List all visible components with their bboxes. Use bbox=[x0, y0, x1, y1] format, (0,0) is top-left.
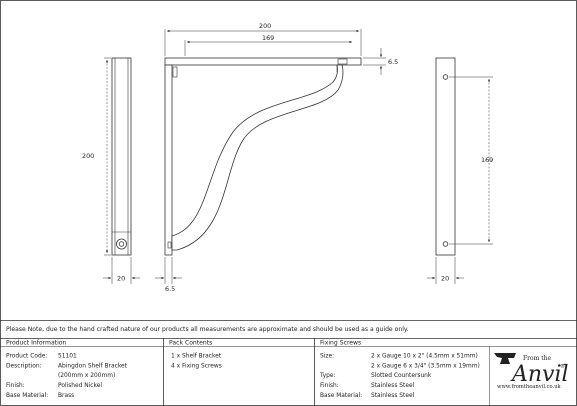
description-size-value: (200mm x 200mm) bbox=[58, 373, 115, 379]
hole-span-label: 169 bbox=[481, 156, 493, 164]
screw-material-value: Stainless Steel bbox=[371, 393, 415, 399]
screw-size-value: 2 x Gauge 10 x 2" (4.5mm x 51mm) bbox=[371, 354, 478, 360]
side-view: 200 20 bbox=[82, 57, 140, 284]
front-width-label: 20 bbox=[441, 275, 449, 283]
product-code-value: 51101 bbox=[58, 354, 77, 360]
fixing-screws-title: Fixing Screws bbox=[320, 340, 361, 347]
screw-size-label: Size: bbox=[320, 354, 334, 360]
logo-from-the: From the bbox=[523, 355, 552, 362]
logo-url: www.fromtheanvil.co.uk bbox=[497, 384, 562, 390]
screw-size-value-2: 2 x Gauge 6 x 3/4" (3.5mm x 19mm) bbox=[371, 364, 480, 370]
screw-type-value: Slotted Countersunk bbox=[371, 373, 432, 379]
lower-hole-icon bbox=[442, 241, 449, 247]
top-thickness-label: 6.5 bbox=[388, 58, 398, 66]
fixing-screws-rows: Size: 2 x Gauge 10 x 2" (4.5mm x 51mm) 2… bbox=[319, 354, 480, 400]
screw-finish-label: Finish: bbox=[320, 383, 339, 389]
bracket-elevation-view: 200 169 6.5 6.5 bbox=[155, 22, 398, 293]
bottom-thickness-label: 6.5 bbox=[165, 285, 175, 293]
anvil-icon bbox=[494, 353, 516, 364]
height-dimension-label: 200 bbox=[82, 152, 94, 160]
description-value: Abingdon Shelf Bracket bbox=[58, 364, 128, 370]
bracket-arm bbox=[171, 64, 344, 251]
screw-material-label: Base Material: bbox=[320, 393, 362, 399]
product-code-label: Product Code: bbox=[6, 354, 47, 360]
finish-value: Polished Nickel bbox=[58, 383, 102, 389]
pack-item: 1 x Shelf Bracket bbox=[171, 354, 222, 360]
logo-registered: ® bbox=[560, 363, 565, 370]
front-view: 169 20 bbox=[427, 57, 493, 284]
product-info-rows: Product Code: 51101 Description: Abingdo… bbox=[6, 354, 128, 400]
finish-label: Finish: bbox=[6, 383, 25, 389]
side-width-label: 20 bbox=[117, 275, 125, 283]
top-width-label: 200 bbox=[259, 22, 271, 30]
screw-type-label: Type: bbox=[319, 373, 336, 379]
base-material-label: Base Material: bbox=[6, 393, 48, 399]
base-material-value: Brass bbox=[58, 393, 74, 399]
product-info-title: Product Information bbox=[6, 340, 66, 347]
pack-contents-title: Pack Contents bbox=[169, 340, 212, 347]
from-the-anvil-logo: From the Anvil ® www.fromtheanvil.co.uk bbox=[494, 353, 569, 390]
pack-item: 4 x Fixing Screws bbox=[171, 364, 222, 370]
logo-brand: Anvil bbox=[510, 362, 569, 387]
upper-hole-icon bbox=[442, 74, 449, 80]
description-label: Description: bbox=[6, 364, 42, 370]
inner-width-label: 169 bbox=[262, 34, 274, 42]
measurement-note: Please Note, due to the hand crafted nat… bbox=[6, 326, 409, 333]
screw-finish-value: Stainless Steel bbox=[371, 383, 415, 389]
